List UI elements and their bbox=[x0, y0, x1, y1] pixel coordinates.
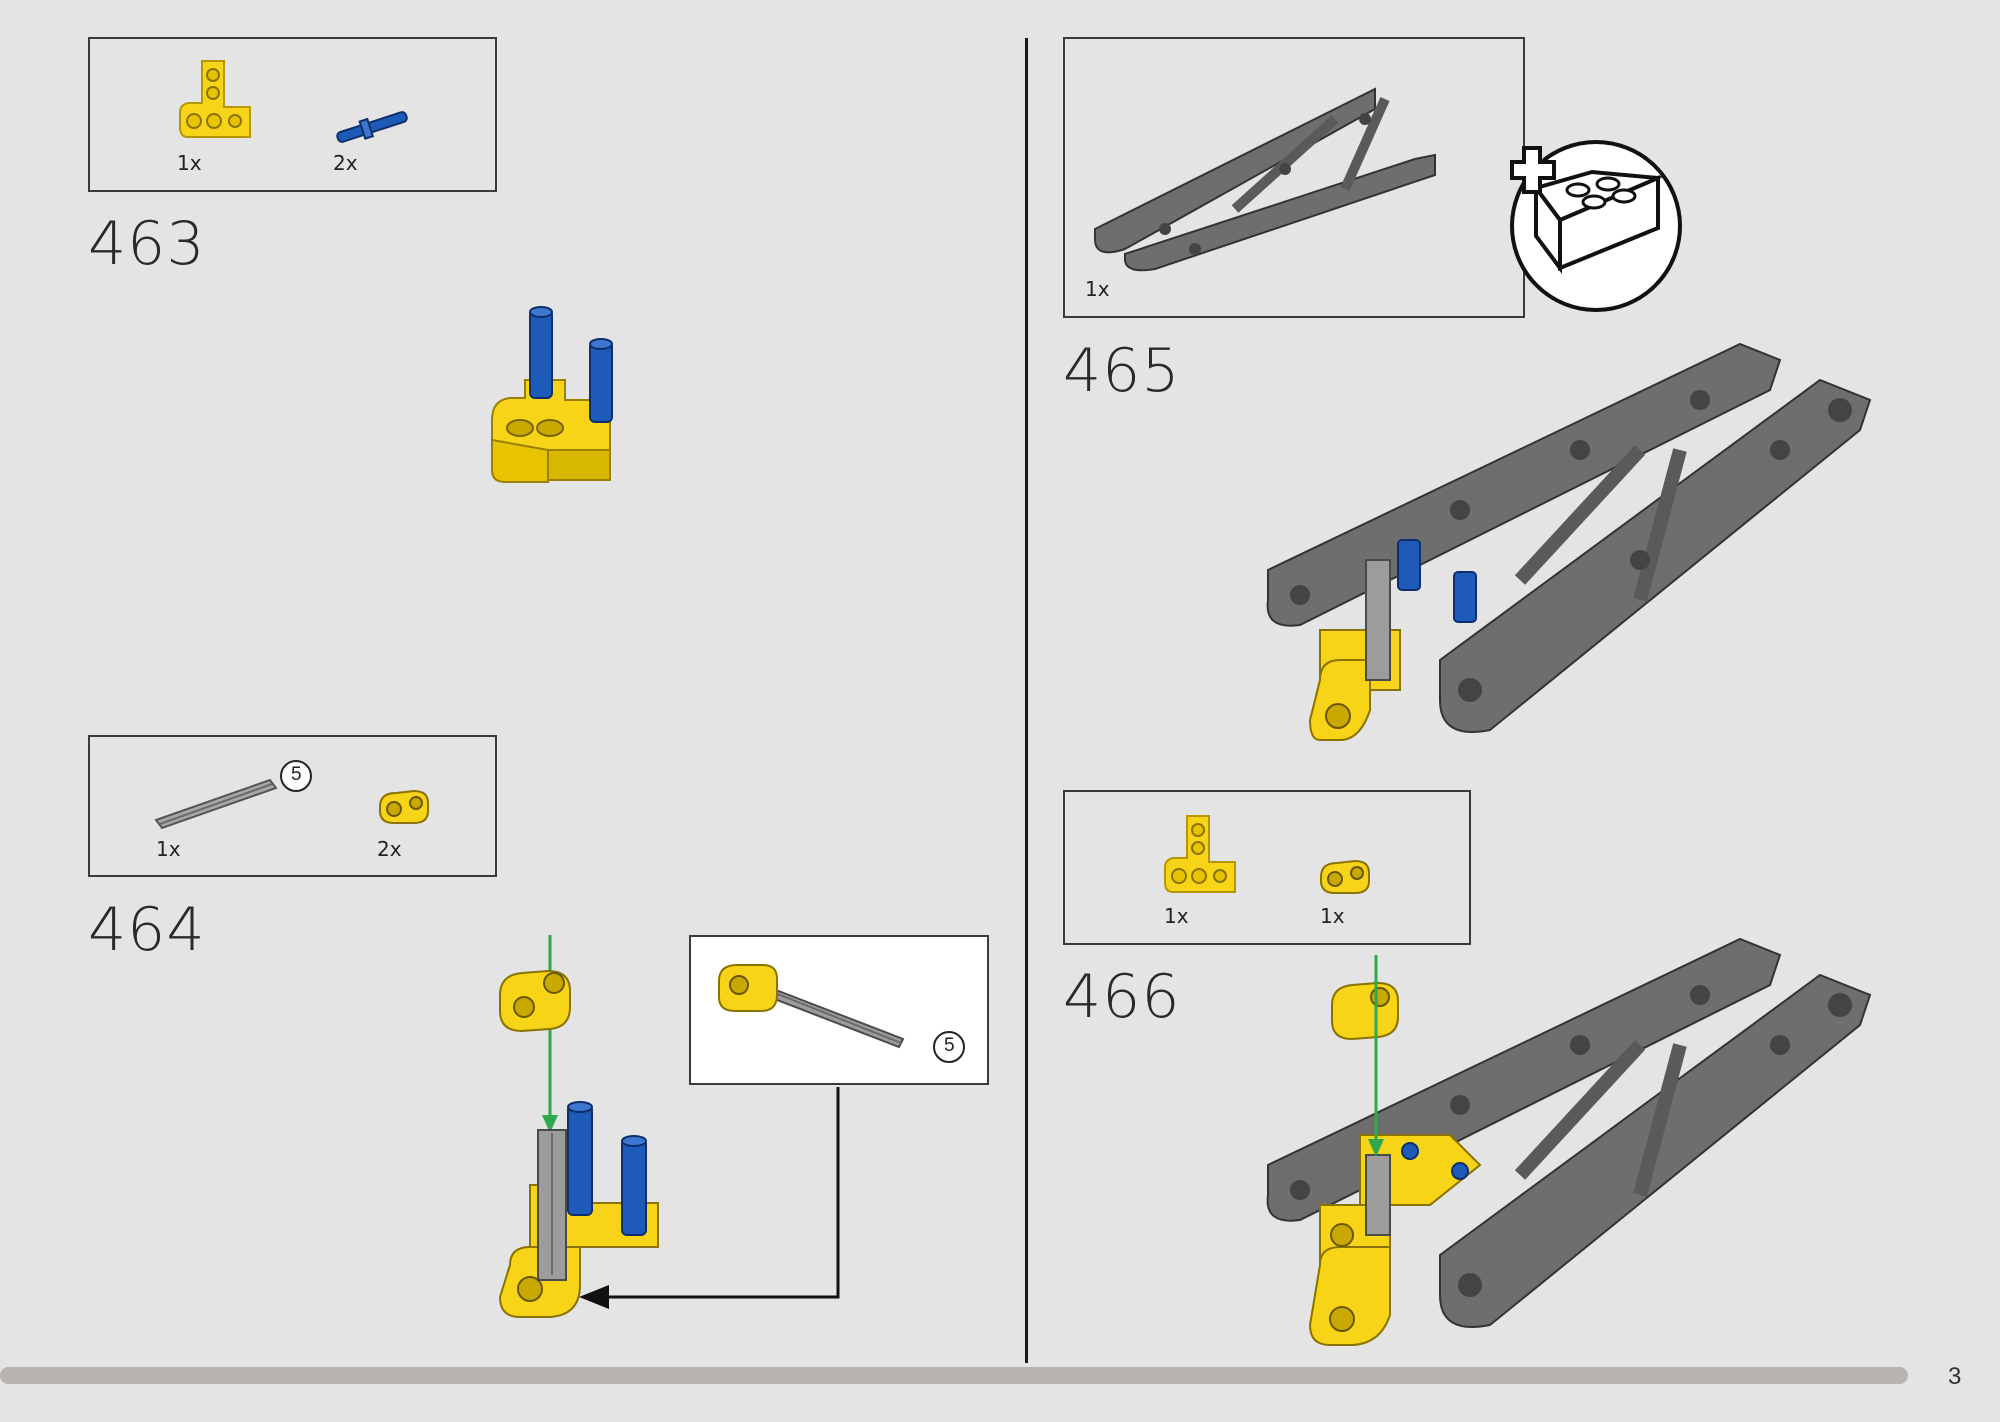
step-number-464: 464 bbox=[88, 895, 206, 965]
connector-with-axle-icon bbox=[718, 964, 905, 1049]
step-number-466: 466 bbox=[1063, 962, 1181, 1032]
gray-a-frame-part-icon bbox=[1094, 87, 1436, 272]
yellow-t-beam-part-icon bbox=[1164, 815, 1236, 893]
progress-bar bbox=[0, 1367, 1908, 1384]
yellow-t-beam-part-icon bbox=[179, 60, 251, 138]
yellow-connector-part-icon bbox=[379, 789, 429, 824]
part-qty: 1x bbox=[1085, 277, 1110, 301]
assembly-step-463 bbox=[491, 306, 613, 483]
page-divider bbox=[1025, 38, 1028, 1363]
length-badge-icon bbox=[933, 1031, 965, 1063]
yellow-connector-part-icon bbox=[1320, 859, 1370, 894]
step-number-463: 463 bbox=[88, 209, 206, 279]
assembly-step-466 bbox=[1266, 937, 1872, 1346]
blue-pin-part-icon bbox=[336, 111, 408, 143]
parts-list-step-464: 5 1x 2x bbox=[88, 735, 497, 877]
part-qty: 1x bbox=[1164, 904, 1189, 928]
part-qty: 1x bbox=[1320, 904, 1345, 928]
add-to-model-icon bbox=[1510, 140, 1682, 312]
parts-list-step-466: 1x 1x bbox=[1063, 790, 1471, 945]
length-badge-icon bbox=[280, 760, 312, 792]
parts-list-step-463: 1x 2x bbox=[88, 37, 497, 192]
part-qty: 1x bbox=[177, 151, 202, 175]
assembly-step-465 bbox=[1266, 342, 1872, 741]
gray-axle-part-icon bbox=[154, 778, 278, 830]
sub-assembly-callout: 5 bbox=[689, 935, 989, 1085]
part-qty: 2x bbox=[377, 837, 402, 861]
part-qty: 1x bbox=[156, 837, 181, 861]
parts-list-step-465: 1x bbox=[1063, 37, 1525, 318]
page-number: 3 bbox=[1948, 1363, 1962, 1390]
step-number-465: 465 bbox=[1063, 336, 1181, 406]
callout-leader-arrow bbox=[579, 1087, 840, 1309]
length-badge-label: 5 bbox=[291, 764, 302, 785]
length-badge-label: 5 bbox=[944, 1035, 955, 1056]
part-qty: 2x bbox=[333, 151, 358, 175]
assembly-step-464 bbox=[498, 935, 659, 1318]
